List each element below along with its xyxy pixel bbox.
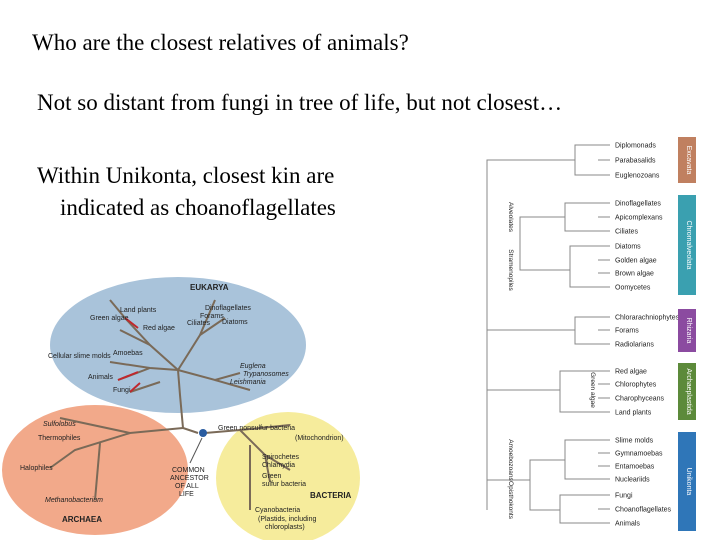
supergroup-bar-2 [678, 309, 696, 352]
taxon-label-13: Red algae [615, 369, 647, 376]
taxon-label-17: Slime molds [615, 438, 654, 445]
supergroup-bar-0 [678, 137, 696, 183]
chromalveolate-stem [519, 216, 570, 271]
archaea-group-3: Methanobacterium [45, 497, 103, 504]
taxon-label-22: Choanoflagellates [615, 507, 672, 514]
taxon-label-8: Brown algae [615, 271, 654, 278]
taxon-label-6: Diatoms [615, 244, 641, 251]
eukarya-group-5: Ciliates [187, 320, 210, 327]
ancestor-line-3: LIFE [179, 491, 194, 498]
supergroup-label-2: Rhizaria [685, 318, 692, 344]
slide-bullet-unikonta-line1: Within Unikonta, closest kin are [37, 163, 335, 188]
supergroup-label-4: Unikonta [685, 468, 692, 496]
highlighted-branches [117, 317, 141, 393]
ancestor-line-1: ANCESTOR [170, 475, 209, 482]
clade-label-2: Amoebozoans [507, 439, 514, 481]
clade-bracket-3 [574, 316, 598, 345]
clade-bracket-2 [569, 245, 598, 288]
eukarya-group-6: Diatoms [222, 319, 248, 326]
slide-bullet-unikonta-line2: indicated as choanoflagellates [60, 195, 336, 220]
taxon-label-16: Land plants [615, 410, 652, 417]
tree-root-line [486, 159, 575, 510]
taxon-label-23: Animals [615, 521, 640, 528]
archaea-group-1: Thermophiles [38, 435, 81, 442]
archaea-region [2, 405, 188, 535]
taxon-label-10: Chlorarachniophytes [615, 315, 680, 322]
clade-label-4: Green algae [589, 372, 596, 408]
taxon-label-18: Gymnamoebas [615, 451, 663, 458]
archaea-group-2: Halophiles [20, 465, 53, 472]
bacteria-region [216, 412, 360, 540]
bacteria-group-2: Spirochetes [262, 454, 299, 461]
eukarya-group-12: Trypanosomes [243, 371, 289, 378]
eukarya-group-2: Red algae [143, 325, 175, 332]
eukarya-region [50, 277, 306, 413]
ancestor-line-0: COMMON [172, 467, 205, 474]
clade-bracket-1 [564, 202, 598, 232]
clade-bracket-4 [559, 370, 598, 413]
common-ancestor-node [199, 429, 207, 437]
clade-label-3: Opisthokonts [507, 481, 514, 520]
taxon-label-14: Chlorophytes [615, 382, 657, 389]
taxon-label-9: Oomycetes [615, 285, 651, 292]
taxon-label-12: Radiolarians [615, 342, 654, 349]
eukarya-label: EUKARYA [190, 283, 229, 292]
taxon-label-20: Nucleariids [615, 477, 650, 484]
taxon-label-4: Apicomplexans [615, 215, 663, 222]
taxon-label-19: Entamoebas [615, 464, 655, 471]
eukarya-group-8: Amoebas [113, 350, 143, 357]
supergroup-bar-4 [678, 432, 696, 531]
bacteria-group-4: Green [262, 473, 282, 480]
eukarya-group-4: Forams [200, 313, 224, 320]
supergroup-label-1: Chromalveolata [685, 220, 692, 269]
slide-bullet-fungi: Not so distant from fungi in tree of lif… [37, 90, 563, 115]
clade-label-0: Alveolates [507, 202, 514, 233]
bacteria-group-5: sulfur bacteria [262, 481, 306, 488]
clade-bracket-6 [559, 494, 598, 524]
eukarya-group-7: Cellular slime molds [48, 353, 111, 360]
bacteria-group-7: (Plastids, including [258, 516, 316, 523]
supergroup-label-3: Archaeplastida [685, 368, 692, 414]
taxon-label-11: Forams [615, 328, 639, 335]
taxon-label-7: Golden algae [615, 258, 657, 265]
bacteria-group-3: Chlamydia [262, 462, 295, 469]
slide-title: Who are the closest relatives of animals… [32, 30, 409, 55]
supergroup-bar-3 [678, 363, 696, 420]
eukarya-group-10: Fungi [113, 387, 131, 394]
taxon-label-0: Diplomonads [615, 143, 656, 150]
taxon-label-15: Charophyceans [615, 396, 665, 403]
taxon-label-5: Ciliates [615, 229, 638, 236]
eukarya-group-1: Green algae [90, 315, 129, 322]
eukaryote-phylogeny: DiplomonadsParabasalidsEuglenozoansDinof… [486, 137, 696, 531]
taxon-label-3: Dinoflagellates [615, 201, 661, 208]
supergroup-bar-1 [678, 195, 696, 295]
supergroup-label-0: Excavata [685, 146, 692, 175]
bacteria-group-0: Green nonsulfur bacteria [218, 425, 295, 432]
eukarya-group-3: Dinoflagellates [205, 305, 251, 312]
eukarya-group-9: Animals [88, 374, 113, 381]
clade-bracket-5 [564, 439, 598, 480]
clade-bracket-0 [574, 144, 598, 176]
taxon-label-21: Fungi [615, 493, 633, 500]
bacteria-group-1: (Mitochondrion) [295, 435, 344, 442]
bacteria-label: BACTERIA [310, 491, 352, 500]
archaea-label: ARCHAEA [62, 515, 102, 524]
taxon-label-1: Parabasalids [615, 158, 656, 165]
eukarya-group-13: Leishmania [230, 379, 266, 386]
bacteria-group-6: Cyanobacteria [255, 507, 300, 514]
ancestor-line-2: OF ALL [175, 483, 199, 490]
bacteria-group-8: chloroplasts) [265, 524, 305, 531]
eukarya-group-0: Land plants [120, 307, 157, 314]
ancestor-pointer [189, 437, 203, 464]
eukarya-group-11: Euglena [240, 363, 266, 370]
archaea-group-0: Sulfolobus [43, 421, 76, 428]
unikonta-stem [487, 459, 565, 481]
clade-label-1: Stramenopiles [507, 249, 514, 291]
opisthokont-stem [529, 480, 560, 511]
taxon-label-2: Euglenozoans [615, 173, 660, 180]
